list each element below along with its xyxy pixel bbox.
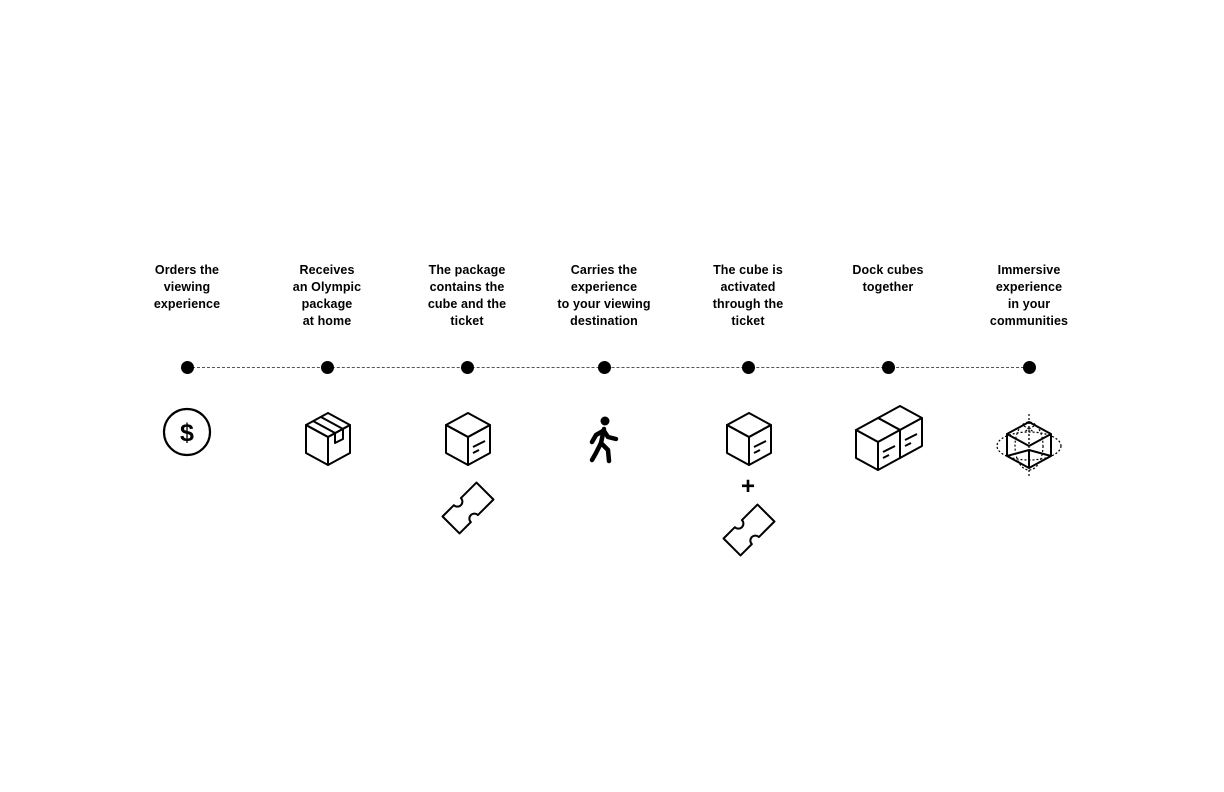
walking-person-icon [589, 416, 619, 464]
timeline-dot-2 [320, 361, 334, 374]
dollar-symbol: $ [180, 419, 194, 447]
step-2-label: Receives an Olympic package at home [292, 263, 362, 328]
timeline-dot-6 [881, 361, 895, 374]
timeline-dot-7 [1022, 361, 1036, 374]
ticket-icon [441, 481, 495, 535]
step-7-label: Immersive experience in your communities [989, 263, 1069, 328]
plus-symbol: + [741, 473, 755, 500]
timeline-dot-5 [741, 361, 755, 374]
step-1-label: Orders the viewing experience [153, 263, 221, 311]
cube-icon [445, 412, 491, 466]
immersive-cube-icon [996, 414, 1062, 476]
timeline-dot-1 [180, 361, 194, 374]
package-box-icon [305, 412, 351, 466]
step-6-label: Dock cubes together [852, 263, 924, 294]
ticket-icon [722, 503, 776, 557]
step-3-label: The package contains the cube and the ti… [427, 263, 507, 328]
timeline-dot-4 [597, 361, 611, 374]
timeline-dot-3 [460, 361, 474, 374]
dollar-coin-icon: $ [162, 407, 212, 457]
step-4-label: Carries the experience to your viewing d… [557, 263, 651, 328]
step-5-label: The cube is activated through the ticket [712, 263, 784, 328]
plus-icon: + [741, 473, 755, 500]
cube-icon [726, 412, 772, 466]
docked-cubes-icon [855, 405, 923, 471]
